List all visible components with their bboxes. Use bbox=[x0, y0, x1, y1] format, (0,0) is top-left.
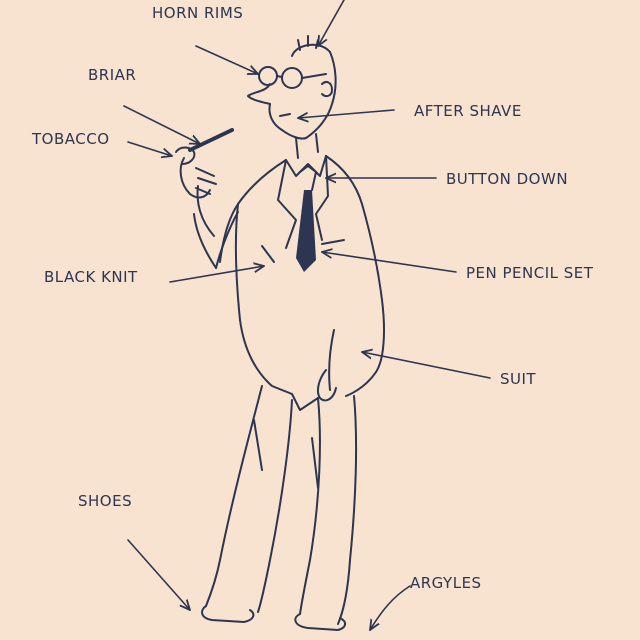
label-horn-rims: HORN RIMS bbox=[152, 4, 244, 22]
arrow-briar bbox=[123, 105, 200, 144]
arrow-horn-rims bbox=[195, 45, 258, 74]
arrow-pen-pencil-set bbox=[322, 252, 457, 273]
glasses-drawing bbox=[258, 66, 327, 89]
arrow-suit bbox=[362, 352, 491, 379]
head-group bbox=[247, 35, 337, 140]
label-button-down: BUTTON DOWN bbox=[446, 170, 569, 188]
label-tobacco: TOBACCO bbox=[32, 130, 110, 148]
raised-arm-with-pipe bbox=[175, 128, 239, 269]
trousers-and-legs bbox=[205, 329, 358, 625]
shoes-drawing bbox=[201, 605, 346, 631]
label-black-knit: BLACK KNIT bbox=[44, 268, 138, 286]
label-argyles: ARGYLES bbox=[410, 574, 482, 592]
arrow-argyles bbox=[370, 585, 411, 630]
label-pen-pencil-set: PEN PENCIL SET bbox=[466, 264, 594, 282]
arrow-black-knit bbox=[169, 266, 264, 283]
arrow-head-top bbox=[318, 0, 345, 46]
label-briar: BRIAR bbox=[88, 66, 137, 84]
arrow-tobacco bbox=[127, 141, 172, 156]
arrow-after-shave bbox=[298, 109, 395, 118]
label-after-shave: AFTER SHAVE bbox=[414, 102, 522, 120]
arrow-shoes bbox=[127, 539, 190, 610]
label-suit: SUIT bbox=[500, 370, 537, 388]
collar-and-tie bbox=[285, 133, 327, 272]
annotation-arrows bbox=[123, 0, 491, 630]
label-shoes: SHOES bbox=[78, 492, 133, 510]
jacket bbox=[219, 155, 385, 411]
